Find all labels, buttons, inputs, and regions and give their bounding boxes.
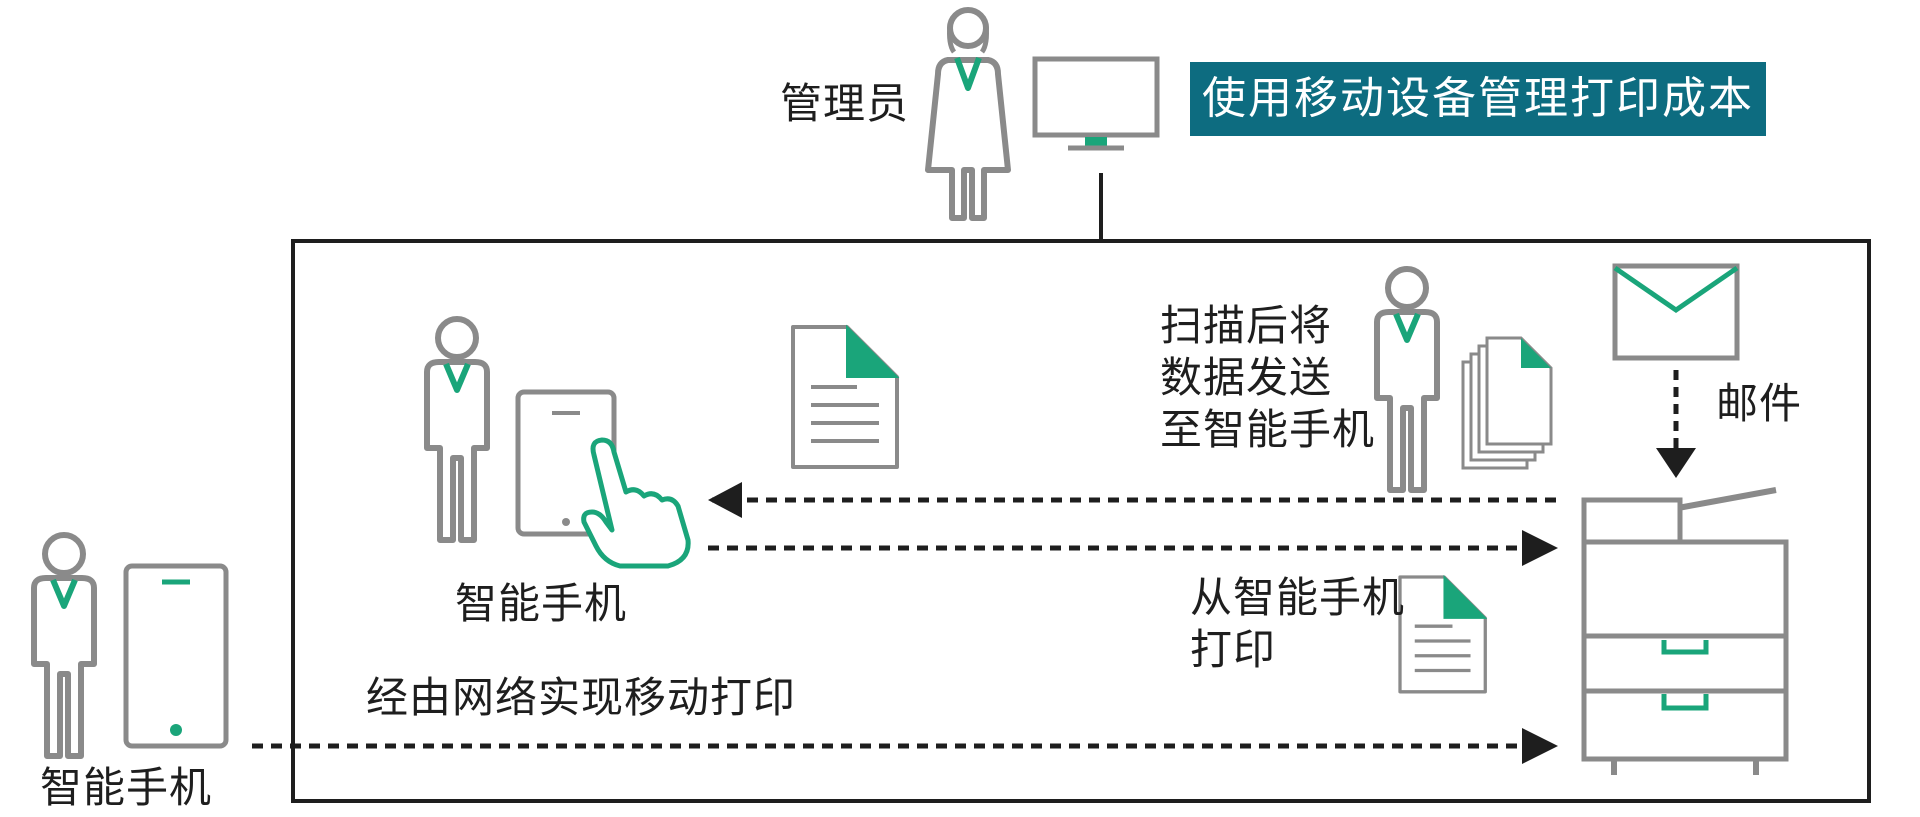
smartphone-inner-label: 智能手机 <box>455 579 628 628</box>
mail-label: 邮件 <box>1716 379 1803 428</box>
monitor-icon <box>1032 56 1160 151</box>
inner-person-icon <box>427 319 487 540</box>
print-from-phone-arrow-head <box>1522 530 1558 566</box>
document-stack-icon <box>1461 336 1553 470</box>
document-icon-top <box>791 325 899 469</box>
network-boundary <box>291 239 1871 803</box>
network-print-arrow-head <box>1522 728 1558 764</box>
scan-person-icon <box>1377 269 1437 490</box>
network-print-label: 经由网络实现移动打印 <box>366 673 797 722</box>
print-from-phone-label: 从智能手机 打印 <box>1190 573 1406 674</box>
hand-pointer-icon <box>581 437 691 569</box>
scan-to-phone-label: 扫描后将 数据发送 至智能手机 <box>1160 301 1376 454</box>
printer-icon <box>1581 487 1789 775</box>
smartphone-icon <box>123 563 229 749</box>
admin-person-icon <box>925 7 1011 221</box>
envelope-icon <box>1612 263 1740 361</box>
outer-person-icon <box>34 535 94 756</box>
scan-to-phone-arrow-head <box>708 482 742 518</box>
smartphone-outer-label: 智能手机 <box>40 763 213 812</box>
admin-label: 管理员 <box>780 79 910 128</box>
title-banner: 使用移动设备管理打印成本 <box>1190 62 1766 136</box>
mail-arrow-head <box>1656 448 1696 478</box>
document-icon-print <box>1398 575 1487 694</box>
